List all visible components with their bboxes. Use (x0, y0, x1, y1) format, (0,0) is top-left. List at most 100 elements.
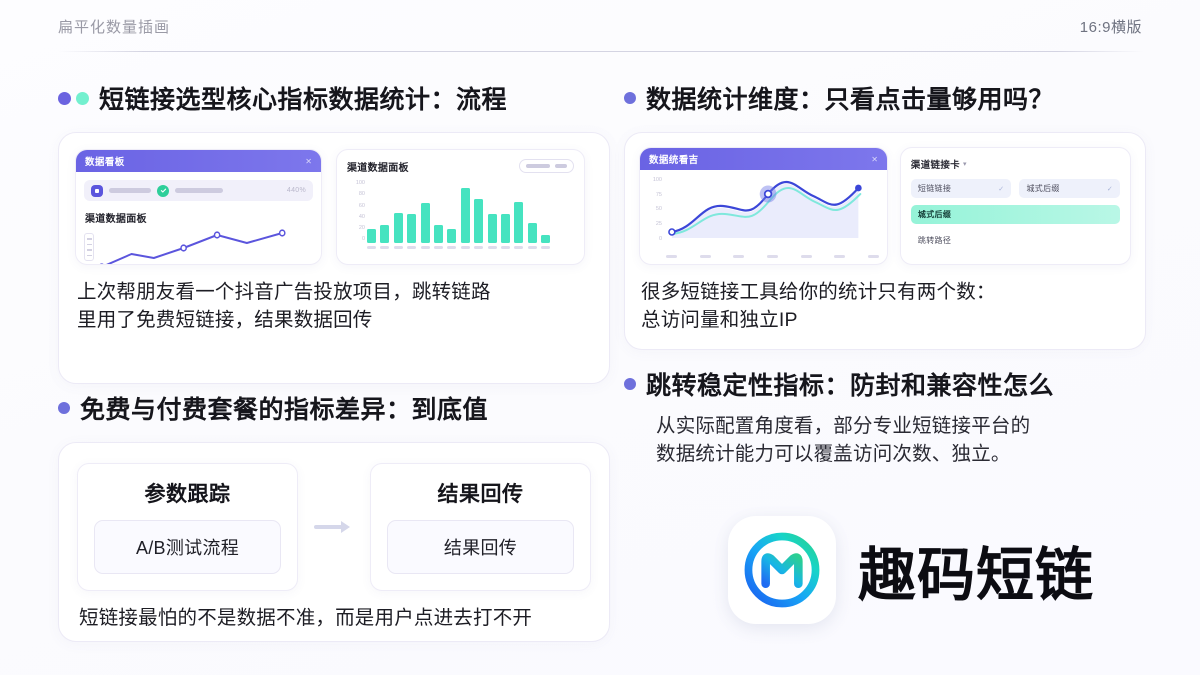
bullet-dots (58, 91, 89, 105)
section-2-title: 数据统计维度：只看点击量够用吗？ (646, 86, 1055, 114)
check-circle-icon (157, 184, 169, 197)
check-icon: ✓ (1106, 185, 1114, 193)
app-square-icon (91, 184, 103, 197)
section-1-card: 数据看板 ✕ 440% 渠道数据面板 (58, 132, 610, 384)
bar (420, 203, 430, 243)
dashboard-mock-header: 数据看板 ✕ (76, 150, 321, 172)
bar (447, 229, 457, 243)
section-stability: 跳转稳定性指标：防封和兼容性怎么 从实际配置角度看，部分专业短链接平台的 数据统… (624, 366, 1154, 469)
dashboard-mock-card[interactable]: 数据看板 ✕ 440% 渠道数据面板 (75, 149, 322, 265)
close-icon[interactable]: ✕ (305, 156, 312, 166)
section-3-body-line1: 从实际配置角度看，部分专业短链接平台的 (656, 415, 1031, 437)
selector-pill-label: 短链链接 (917, 184, 952, 193)
section-1-title: 短链接选型核心指标数据统计：流程 (99, 86, 508, 114)
selector-option-suffix[interactable]: 城式后缀 (910, 205, 1120, 224)
bar-chart-title: 渠道数据面板 (347, 163, 409, 174)
bar (527, 223, 537, 243)
dashboard-status-row: 440% (84, 180, 313, 201)
section-4-caption: 短链接最怕的不是数据不准，而是用户点进去打不开 (79, 607, 533, 629)
logo-m-icon (744, 532, 820, 608)
deck-title: 扁平化数量插画 (58, 18, 171, 36)
section-3-heading: 跳转稳定性指标：防封和兼容性怎么 (624, 366, 1154, 402)
bar (433, 225, 443, 243)
section-4-card: 参数跟踪 A/B测试流程 结果回传 结果回传 短链接最怕的不是数据不准，而是用户… (58, 442, 610, 642)
bar-chart-x-axis (367, 246, 574, 249)
placeholder-text (175, 188, 223, 193)
arrow-right-icon (312, 518, 356, 536)
placeholder-text (109, 188, 151, 193)
bar (393, 213, 403, 243)
area-chart-title: 数据统看吉 (649, 155, 699, 166)
bar (367, 229, 376, 243)
placeholder-text (555, 164, 567, 168)
aspect-ratio-label: 16:9横版 (1079, 18, 1142, 36)
chart-filter-badge[interactable] (519, 159, 574, 173)
section-2-heading: 数据统计维度：只看点击量够用吗？ (624, 80, 1146, 116)
bullet-dot-violet-icon (58, 91, 71, 105)
selector-title-text: 渠道链接卡 (910, 160, 960, 171)
check-icon: ✓ (998, 185, 1005, 193)
brand-logo: 趣码短链 (728, 516, 1094, 624)
bar (460, 188, 470, 243)
section-1-caption-line1: 上次帮朋友看一个抖音广告投放项目，跳转链路 (77, 281, 491, 303)
flow-step-result-callback[interactable]: 结果回传 结果回传 (370, 463, 591, 591)
section-1-heading: 短链接选型核心指标数据统计：流程 (58, 80, 610, 116)
section-2-caption: 很多短链接工具给你的统计只有两个数： 总访问量和独立IP (641, 279, 1129, 334)
bar-chart-header: 渠道数据面板 (347, 159, 574, 174)
flow-step-parameter-tracking[interactable]: 参数跟踪 A/B测试流程 (77, 463, 298, 591)
bullet-dots (58, 402, 70, 414)
dashboard-mockups: 数据看板 ✕ 440% 渠道数据面板 (75, 149, 593, 265)
section-plan-difference: 免费与付费套餐的指标差异：到底值 参数跟踪 A/B测试流程 结果回传 结果回传 (58, 390, 610, 642)
selector-title: 渠道链接卡 ▾ (911, 157, 1120, 171)
area-chart-header: 数据统看吉 ✕ (640, 148, 887, 170)
flow-step-2-body: 结果回传 (387, 520, 574, 574)
bar-series (367, 181, 574, 243)
selector-pill-suffix[interactable]: 城式后缀 ✓ (1019, 179, 1121, 198)
bullet-dots (624, 378, 636, 390)
chevron-down-icon[interactable]: ▾ (962, 161, 967, 168)
y-axis-box (84, 233, 94, 261)
logo-mark-tile (728, 516, 836, 624)
bar (380, 225, 390, 243)
flow-diagram: 参数跟踪 A/B测试流程 结果回传 结果回传 (77, 463, 591, 591)
bar (514, 202, 524, 243)
brand-name: 趣码短链 (858, 543, 1095, 608)
dashboard-mock-title: 数据看板 (85, 157, 125, 168)
section-3-body-line2: 数据统计能力可以覆盖访问次数、独立。 (656, 443, 1011, 466)
close-icon[interactable]: ✕ (871, 154, 878, 164)
dashboard-percent-badge: 440% (286, 187, 306, 194)
selector-option-redirect-path[interactable]: 跳转路径 (917, 236, 952, 245)
bullet-dot-violet-icon (624, 92, 636, 104)
flow-step-1-body: A/B测试流程 (94, 520, 281, 574)
area-chart-x-axis (666, 255, 879, 258)
bullet-dots (624, 92, 636, 104)
dashboard-mock-subtitle: 渠道数据面板 (85, 214, 147, 225)
top-bar: 扁平化数量插画 16:9横版 (0, 0, 1200, 52)
link-selector-card[interactable]: 渠道链接卡 ▾ 短链链接 ✓ 城式后缀 ✓ 城式后缀 (899, 147, 1131, 265)
section-4-heading: 免费与付费套餐的指标差异：到底值 (58, 390, 610, 426)
bar (541, 235, 551, 243)
bar (407, 214, 417, 243)
section-3-title: 跳转稳定性指标：防封和兼容性怎么 (646, 372, 1055, 400)
selector-pill-short-link[interactable]: 短链链接 ✓ (910, 179, 1012, 198)
bar (487, 214, 497, 243)
section-metrics-overview: 短链接选型核心指标数据统计：流程 数据看板 ✕ (58, 80, 610, 384)
bullet-dot-violet-icon (624, 378, 636, 390)
bullet-dot-violet-icon (58, 402, 70, 414)
section-2-caption-line1: 很多短链接工具给你的统计只有两个数： (641, 281, 996, 303)
section-1-caption-line2: 里用了免费短链接，结果数据回传 (77, 308, 373, 331)
selector-pill-label: 城式后缀 (1026, 184, 1060, 193)
flow-step-2-title: 结果回传 (437, 483, 524, 506)
bar (474, 199, 484, 243)
bullet-dot-mint-icon (76, 91, 89, 105)
